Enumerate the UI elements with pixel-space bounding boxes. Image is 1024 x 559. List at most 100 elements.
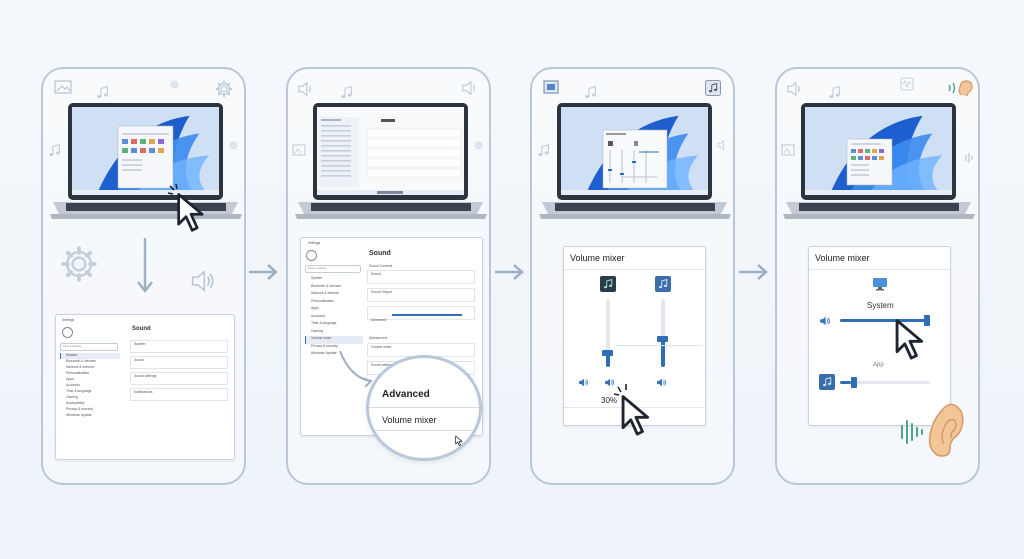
speaker-icon [819,316,831,326]
sidebar-item[interactable]: Bluetooth & devices [66,359,96,363]
laptop [295,101,487,230]
sidebar-item[interactable]: Apps [311,306,319,310]
magnifier-volume-mixer-item[interactable]: Volume mixer [382,415,437,425]
sidebar-item[interactable]: Time & language [311,321,337,325]
music-note-icon [584,86,597,101]
sidebar-item[interactable]: System [311,276,323,280]
window-title: Settings [62,318,75,322]
music-note-icon [340,86,353,101]
settings-rows: System Sound Sound settings Notification… [130,340,228,404]
system-label: System [867,301,894,310]
callout-arrow [339,350,373,387]
sound-wave-icon [961,152,973,166]
section-label: Sound Controls [369,264,393,268]
settings-row[interactable]: Sound [130,356,228,369]
settings-row[interactable]: Notifications [130,388,228,401]
app-volume-track[interactable] [840,381,930,384]
music-note-icon [828,86,841,101]
sidebar-item[interactable]: Accessibility [66,401,85,405]
system-volume-thumb[interactable] [924,315,930,326]
page-title: Sound [369,250,391,257]
volume-slider-track[interactable] [661,299,665,367]
down-arrow [137,238,153,294]
volume-slider-track[interactable] [606,299,610,367]
sidebar-item[interactable]: Windows Update [311,351,337,355]
volume-mixer-window: Volume mixer System App [808,246,951,426]
app-volume-thumb[interactable] [851,377,857,388]
music-note-icon [655,276,671,292]
right-arrow [495,264,524,280]
music-note-icon [819,374,835,390]
sidebar-item[interactable]: Privacy & security [66,407,93,411]
mixer-title: Volume mixer [570,253,625,263]
avatar [306,250,317,261]
right-arrow [249,264,278,280]
sidebar-nav: System Bluetooth & devices Network & int… [305,276,363,359]
settings-row[interactable]: Sound [367,270,475,284]
speaker-icon [786,81,804,99]
music-note-icon [96,86,109,101]
right-arrow [739,264,768,280]
monitor-icon [873,278,887,291]
app-label: App [873,362,884,368]
image-icon [54,80,72,96]
section-label: Advanced [369,335,387,340]
sidebar-nav: System Bluetooth & devices Network & int… [60,353,120,419]
settings-row-slider[interactable]: Advanced [367,306,475,322]
volume-slider-fill [606,353,610,367]
settings-row[interactable]: Sound Output [367,288,475,302]
laptop [539,101,731,230]
sidebar-item[interactable]: Windows Update [66,413,92,417]
gear-icon [60,245,98,285]
search-input[interactable]: Find a setting [60,343,118,351]
search-input[interactable]: Find a setting [305,265,361,273]
sidebar-item[interactable]: Personalization [66,371,90,375]
cursor-icon [613,384,656,440]
page-title: Sound [132,326,151,332]
laptop [783,101,975,230]
laptop [50,101,242,230]
cursor-icon [168,184,208,236]
system-volume-fill [840,319,930,322]
image-icon [781,144,795,158]
speaker-icon [656,378,667,387]
app-volume-fill [840,381,851,384]
mixer-title: Volume mixer [815,253,870,263]
sidebar-item[interactable]: Time & language [66,389,92,393]
image-icon [292,144,306,158]
sidebar-item[interactable]: Apps [66,377,74,381]
settings-row[interactable]: Sound settings [130,372,228,385]
settings-rows: Sound Sound Output Advanced [367,270,475,324]
volume-slider-thumb[interactable] [602,350,613,356]
magnifier: Advanced Volume mixer [366,355,482,461]
volume-mixer-window: Volume mixer 30% [563,246,706,426]
magnifier-heading: Advanced [382,389,430,400]
sidebar-item[interactable]: Gaming [311,328,323,333]
sidebar-item[interactable]: Personalization [311,298,335,303]
speaker-icon [578,378,589,387]
speaker-icon [461,80,479,98]
sidebar-item[interactable]: Bluetooth & devices [311,283,341,288]
sidebar-item[interactable]: Gaming [66,395,78,399]
sidebar-item-volume-mixer[interactable]: Volume mixer [305,336,363,344]
avatar [62,327,73,338]
sidebar-item[interactable]: Accounts [66,383,80,387]
sound-wave-icon [900,77,914,93]
sidebar-item[interactable]: Privacy & security [311,343,338,348]
sidebar-item[interactable]: System [60,353,120,359]
window-title: Settings [308,241,321,245]
gear-icon [215,80,233,100]
sound-wave-icon [901,420,923,444]
settings-row[interactable]: System [130,340,228,353]
sidebar-item[interactable]: Network & internet [66,365,94,369]
sidebar-item[interactable]: Accounts [311,313,325,318]
gear-icon [170,77,179,91]
cursor-icon [455,435,463,447]
sidebar-item[interactable]: Network & internet [311,291,339,295]
volume-percent: 30% [601,396,618,405]
volume-slider-thumb[interactable] [657,336,668,342]
music-note-icon [600,276,616,292]
ear-icon [947,78,975,100]
speaker-icon [297,81,315,99]
speaker-icon [717,138,729,152]
